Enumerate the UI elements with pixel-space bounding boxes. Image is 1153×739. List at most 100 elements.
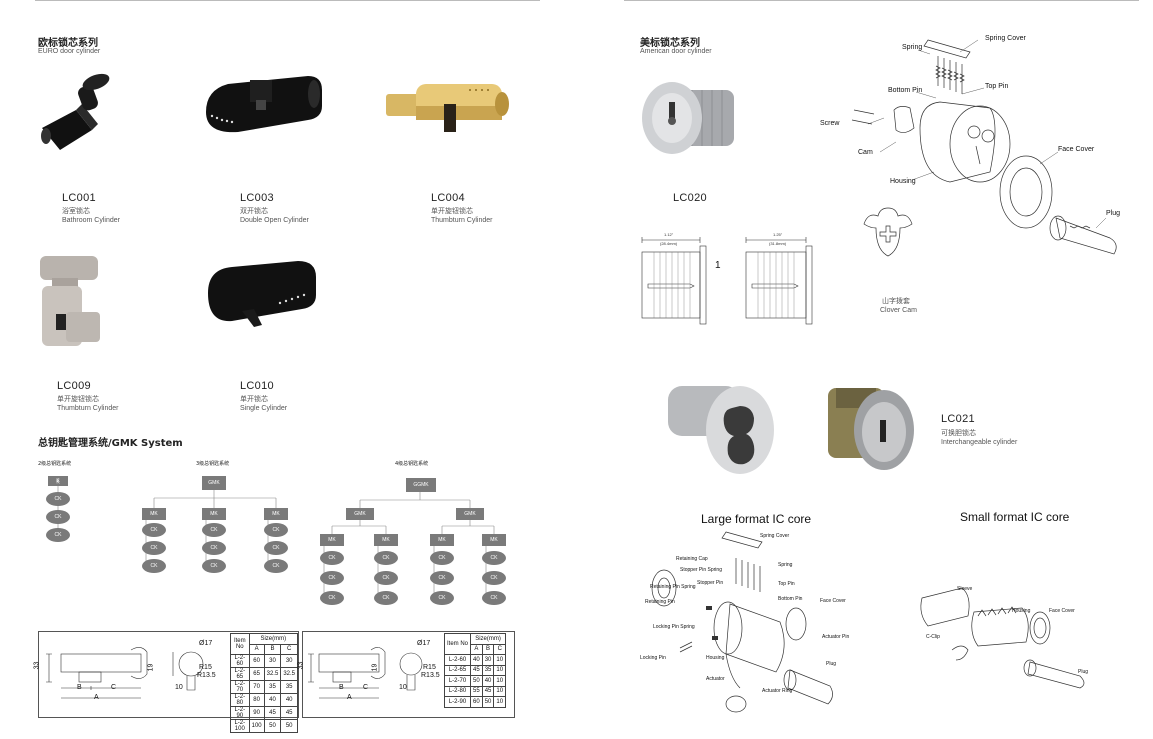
spec-size-cell: 65 <box>248 667 265 681</box>
gmk-node-ck: CK <box>272 527 280 533</box>
spec-size-cell: 30 <box>280 654 298 668</box>
large-label-face-cover: Face Cover <box>820 598 846 604</box>
small-format-title: Small format IC core <box>960 510 1070 524</box>
lc004-code: LC004 <box>431 192 465 204</box>
exploded-label-top-pin: Top Pin <box>985 83 1009 90</box>
lc020-image <box>642 82 734 154</box>
lc021-code: LC021 <box>941 413 975 425</box>
lc004-en: Thumbturn Cylinder <box>431 217 493 224</box>
small-ic-drawing <box>920 587 1085 689</box>
large-label-top-pin: Top Pin <box>778 581 795 587</box>
spec-right-dim-r2: R13.5 <box>421 672 440 679</box>
spec-item-no: L-2-65 <box>230 667 250 681</box>
lc020-dim-b-mm: (31.8mm) <box>769 241 787 246</box>
spec-size-cell: 10 <box>493 664 507 676</box>
gmk-tier-4: 4级总钥匙系统 <box>395 461 429 467</box>
spec-left-col: C <box>280 643 298 655</box>
lc001-image <box>41 73 110 150</box>
spec-left-dim-r1: R15 <box>199 664 212 671</box>
lc009-en: Thumbturn Cylinder <box>57 405 119 412</box>
gmk-node-ck: CK <box>210 527 218 533</box>
gmk-node-mk: MK <box>328 537 336 543</box>
gmk-node-k-label: K <box>56 478 60 484</box>
spec-size-cell: 100 <box>248 719 265 733</box>
lc010-code: LC010 <box>240 380 274 392</box>
gmk-node-mk: MK <box>382 537 390 543</box>
spec-size-cell: 32.5 <box>263 667 282 681</box>
gmk-node-mk: MK <box>272 511 280 517</box>
gmk-node-ck: CK <box>438 555 446 561</box>
gmk-node-ck: CK <box>328 595 336 601</box>
spec-size-cell: 50 <box>481 696 495 708</box>
gmk-node-mk: MK <box>490 537 498 543</box>
large-label-actuator-pin: Actuator Pin <box>822 634 850 640</box>
spec-size-cell: 40 <box>470 654 483 666</box>
lc003-code: LC003 <box>240 192 274 204</box>
gmk-title: 总钥匙管理系统/GMK System <box>38 438 183 449</box>
large-label-locking-pin-spring: Locking Pin Spring <box>653 624 695 630</box>
spec-size-cell: 10 <box>493 685 507 697</box>
gmk-node-ck: CK <box>490 595 498 601</box>
lc021-brass-image <box>828 388 914 470</box>
spec-size-cell: 60 <box>470 696 483 708</box>
american-title-zh: 美标锁芯系列 <box>640 38 700 49</box>
large-label-actuator-ring: Actuator Ring <box>762 688 793 694</box>
gmk-node-ck: CK <box>210 563 218 569</box>
large-ic-drawing <box>651 531 833 713</box>
lc003-en: Double Open Cylinder <box>240 217 309 224</box>
spec-size-cell: 10 <box>493 675 507 687</box>
lc020-dim-b-top: 1.25" <box>773 232 783 237</box>
spec-right-dim-r1: R15 <box>423 664 436 671</box>
spec-size-cell: 30 <box>481 654 495 666</box>
gmk-node-ck: CK <box>210 545 218 551</box>
gmk-node-ck: CK <box>272 545 280 551</box>
spec-size-cell: 32.5 <box>280 667 298 681</box>
spec-size-cell: 55 <box>470 685 483 697</box>
spec-size-cell: 60 <box>248 654 265 668</box>
spec-left-dim-a: A <box>94 694 99 701</box>
spec-item-no: L-2-80 <box>443 685 472 697</box>
gmk-node-ck: CK <box>150 527 158 533</box>
gmk-node-gmk: GMK <box>208 480 220 486</box>
spec-item-no: L-2-70 <box>230 680 250 694</box>
spec-size-cell: 35 <box>263 680 282 694</box>
spec-size-cell: 45 <box>280 706 298 720</box>
gmk-node-ck: CK <box>54 514 62 520</box>
large-label-retaining-cap: Retaining Cap <box>676 556 708 562</box>
spec-right-dim-a: A <box>347 694 352 701</box>
gmk-node-ck: CK <box>272 563 280 569</box>
spec-size-cell: 35 <box>280 680 298 694</box>
spec-item-no: L-2-60 <box>230 654 250 668</box>
lc001-en: Bathroom Cylinder <box>62 217 120 224</box>
spec-size-cell: 45 <box>263 706 282 720</box>
gmk-node-ck: CK <box>490 575 498 581</box>
spec-size-cell: 40 <box>481 675 495 687</box>
lc021-silver-image <box>668 386 774 474</box>
spec-right-dim-c: C <box>363 684 369 691</box>
spec-size-cell: 50 <box>263 719 282 733</box>
gmk-node-k: K <box>56 480 60 486</box>
american-title-en: American door cylinder <box>640 48 712 55</box>
exploded-label-bottom-pin: Bottom Pin <box>888 87 923 94</box>
exploded-label-spring: Spring <box>902 44 923 51</box>
spec-size-cell: 80 <box>248 693 265 707</box>
spec-right-col: C <box>493 643 507 655</box>
gmk-node-ck: CK <box>382 555 390 561</box>
gmk-node-ck: CK <box>150 563 158 569</box>
spec-right-h-size: Size(mm) <box>470 633 507 645</box>
gmk-node-gmk: GMK <box>354 511 366 517</box>
spec-item-no: L-2-60 <box>443 654 472 666</box>
spec-size-cell: 45 <box>470 664 483 676</box>
small-label-housing: Housing <box>1012 608 1031 614</box>
spec-size-cell: 10 <box>493 696 507 708</box>
spec-left-dim-c: C <box>111 684 117 691</box>
